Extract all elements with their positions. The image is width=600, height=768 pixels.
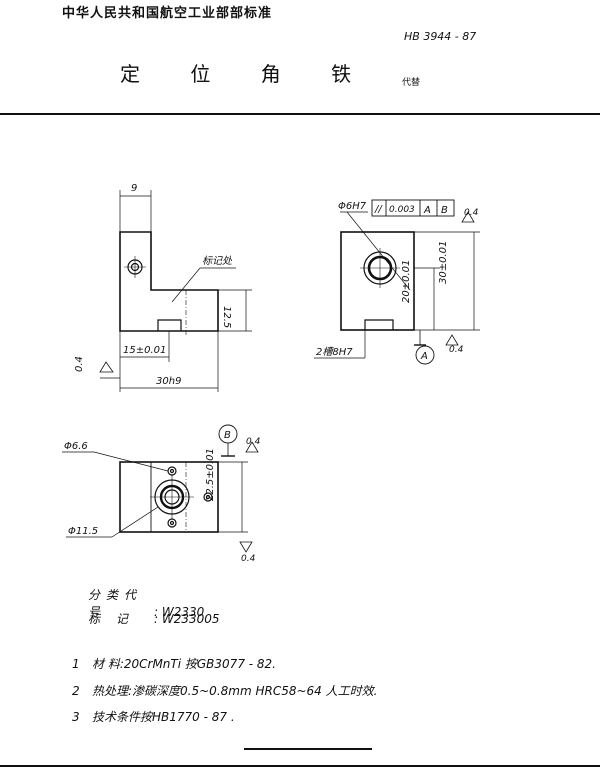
side-datum-a: A [423,205,431,216]
note-text: 材 料:20CrMnTi 按GB3077 - 82. [92,657,276,671]
end-rule [244,748,372,750]
mark-row: 标 记: W233005 [88,612,220,626]
front-dim-offset: 15±0.01 [123,345,166,356]
class-code-value: W2330 [161,605,205,619]
top-dim-width: 22.5±0.01 [205,448,216,501]
side-roughness-top: 0.4 [464,208,479,218]
top-dia-large: Φ11.5 [68,526,98,537]
replaces-label: 代替 [402,78,421,88]
footer-rule [0,765,600,767]
standard-code: HB 3944 - 87 [404,30,477,43]
side-tol-symbol: // [374,204,383,215]
header-rule [0,113,600,115]
top-roughness-bottom: 0.4 [241,554,256,564]
organization-title: 中华人民共和国航空工业部部标准 [62,6,273,21]
front-mark-label: 标记处 [202,255,233,267]
side-slot-label: 2槽8H7 [316,346,353,358]
front-view [99,190,252,392]
class-code-label: 分类代号 [88,588,143,619]
note-item: 3 技术条件按HB1770 - 87 . [72,708,235,725]
mark-label: 标 记 [88,612,134,626]
side-datum-a-marker: A [420,351,428,362]
document-title: 定 位 角 铁 [120,62,374,86]
front-roughness: 0.4 [74,356,85,372]
top-datum-b-marker: B [224,430,231,441]
note-item: 1 材 料:20CrMnTi 按GB3077 - 82. [72,655,276,672]
note-number: 3 [72,710,80,724]
side-hole-label: Φ6H7 [338,201,367,212]
note-item: 2 热处理:渗碳深度0.5~0.8mm HRC58~64 人工时效. [72,682,377,699]
note-text: 技术条件按HB1770 - 87 . [92,710,235,724]
side-view [314,199,480,365]
top-roughness-top: 0.4 [246,437,261,447]
note-number: 1 [72,657,80,671]
front-dim-width: 30h9 [156,376,181,387]
class-code-row: 分类代号: W2330 [88,588,205,619]
top-view [62,424,259,553]
top-dia-small: Φ6.6 [64,441,88,452]
side-roughness-bottom: 0.4 [449,345,464,355]
technical-drawing: 9 标记处 12.5 15±0.01 30h9 0.4 Φ6H7 // 0.00… [62,183,480,564]
mark-value: W233005 [161,612,220,626]
side-datum-b: B [441,205,448,216]
note-text: 热处理:渗碳深度0.5~0.8mm HRC58~64 人工时效. [92,684,378,698]
side-dim-total: 30±0.01 [438,241,449,284]
note-number: 2 [72,684,80,698]
side-tol-value: 0.003 [389,205,415,215]
side-dim-hole: 20±0.01 [401,260,412,303]
front-dim-top: 9 [131,183,137,194]
front-dim-height: 12.5 [221,306,232,328]
